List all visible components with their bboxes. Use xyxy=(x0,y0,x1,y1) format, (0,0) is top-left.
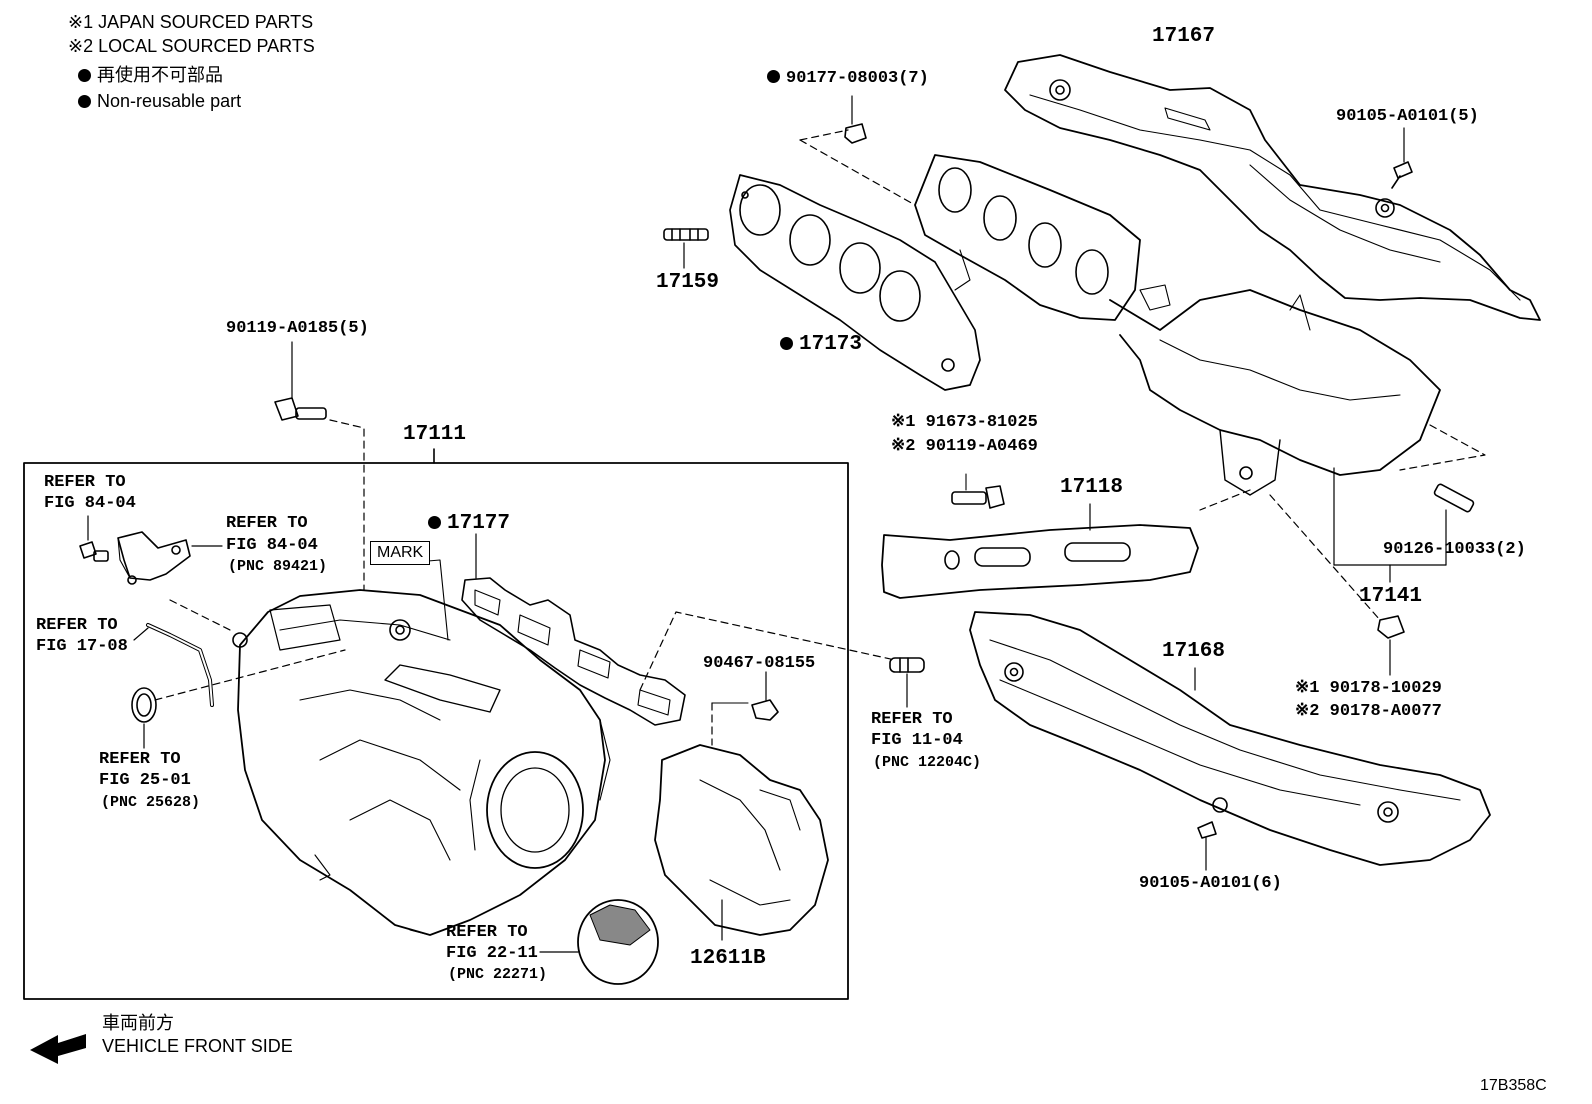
bolt-90119-A0185 xyxy=(274,397,327,421)
legend-nonreusable-en: Non-reusable part xyxy=(78,92,241,110)
mark-box: MARK xyxy=(370,541,431,565)
part-label-12611B[interactable]: 12611B xyxy=(690,947,766,970)
part-label-90105-lower[interactable]: 90105-A0101(6) xyxy=(1139,874,1282,893)
refer-label[interactable]: REFER TO xyxy=(446,923,528,942)
part-label-90467[interactable]: 90467-08155 xyxy=(703,654,816,673)
legend-nonreusable-jp: 再使用不可部品 xyxy=(78,66,223,84)
exhaust-manifold xyxy=(914,154,1141,321)
bracket-17118 xyxy=(881,524,1199,599)
intake-manifold-gasket xyxy=(461,577,686,726)
nonreusable-dot-icon xyxy=(78,95,91,108)
part-label-90119-A0185[interactable]: 90119-A0185(5) xyxy=(226,319,369,338)
refer-fig-label[interactable]: FIG 17-08 xyxy=(36,637,128,656)
refer-fig-label[interactable]: FIG 11-04 xyxy=(871,731,963,750)
heat-insulator-upper xyxy=(1004,54,1541,321)
figure-id: 17B358C xyxy=(1480,1077,1547,1094)
nut-90178 xyxy=(1377,615,1405,639)
part-label-17118[interactable]: 17118 xyxy=(1060,476,1124,499)
refer-label[interactable]: REFER TO xyxy=(871,710,953,729)
refer-fig-label[interactable]: FIG 22-11 xyxy=(446,944,538,963)
intake-manifold xyxy=(237,589,606,936)
part-label-17168[interactable]: 17168 xyxy=(1162,640,1226,663)
legend-japan: ※1 JAPAN SOURCED PARTS xyxy=(68,12,314,32)
refer-pnc-label: (PNC 25628) xyxy=(101,794,201,811)
refer-fig-label[interactable]: FIG 84-04 xyxy=(44,494,136,513)
bolt-84-04 xyxy=(79,541,109,562)
legend-local: ※2 LOCAL SOURCED PARTS xyxy=(68,36,315,56)
o-ring-25628 xyxy=(131,687,157,723)
nonreusable-dot-icon xyxy=(428,516,441,529)
nonreusable-dot-icon xyxy=(780,337,793,350)
gasket-22271 xyxy=(577,899,659,985)
front-arrow xyxy=(30,1034,86,1064)
part-label-90105-upper[interactable]: 90105-A0101(5) xyxy=(1336,107,1479,126)
heat-insulator-lower xyxy=(969,611,1491,866)
part-label-17141[interactable]: 17141 xyxy=(1359,585,1423,608)
sensor-89421 xyxy=(117,531,191,585)
cover-12611B xyxy=(654,744,829,936)
part-label-17111[interactable]: 17111 xyxy=(403,423,467,446)
refer-label[interactable]: REFER TO xyxy=(99,750,181,769)
stud-90126 xyxy=(1433,483,1475,513)
refer-label[interactable]: REFER TO xyxy=(226,514,308,533)
front-label-jp: 車両前方 xyxy=(102,1013,174,1033)
nonreusable-dot-icon xyxy=(767,70,780,83)
exhaust-manifold-gasket xyxy=(729,174,981,391)
part-label-91673[interactable]: ※1 91673-81025 xyxy=(891,413,1038,432)
refer-pnc-label: (PNC 22271) xyxy=(448,966,548,983)
front-label-en: VEHICLE FRONT SIDE xyxy=(102,1036,293,1056)
part-label-90178-A0077[interactable]: ※2 90178-A0077 xyxy=(1295,702,1442,721)
refer-fig-label[interactable]: FIG 25-01 xyxy=(99,771,191,790)
part-label-90177[interactable]: 90177-08003(7) xyxy=(767,70,929,87)
refer-pnc-label: (PNC 12204C) xyxy=(873,754,982,771)
refer-fig-label[interactable]: FIG 84-04 xyxy=(226,536,318,555)
part-label-90178-10029[interactable]: ※1 90178-10029 xyxy=(1295,679,1442,698)
part-label-17177[interactable]: 17177 xyxy=(428,513,510,534)
part-label-17159[interactable]: 17159 xyxy=(656,271,720,294)
intake-manifold-group-box xyxy=(23,462,849,1000)
part-label-17167[interactable]: 17167 xyxy=(1152,25,1216,48)
refer-label[interactable]: REFER TO xyxy=(36,616,118,635)
refer-label[interactable]: REFER TO xyxy=(44,473,126,492)
refer-pnc-label: (PNC 89421) xyxy=(228,558,328,575)
part-label-17173[interactable]: 17173 xyxy=(780,334,862,355)
nonreusable-dot-icon xyxy=(78,69,91,82)
fitting-12204C xyxy=(889,657,925,673)
stud-17159 xyxy=(663,228,709,241)
part-label-90126[interactable]: 90126-10033(2) xyxy=(1383,540,1526,559)
bolt-90105-upper xyxy=(1393,161,1413,179)
part-label-90119-A0469[interactable]: ※2 90119-A0469 xyxy=(891,437,1038,456)
nut-90177 xyxy=(844,123,867,144)
bolt-90105-lower xyxy=(1197,821,1217,839)
clip-90467 xyxy=(751,699,779,721)
bolt-91673 xyxy=(951,485,1005,509)
